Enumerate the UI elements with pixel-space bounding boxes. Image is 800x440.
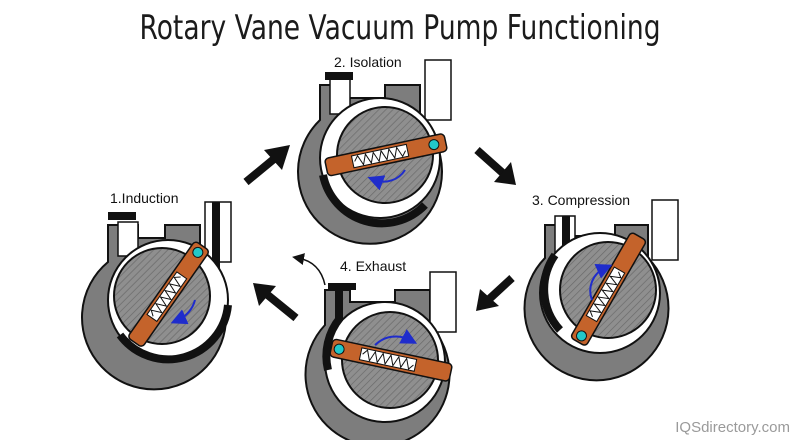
diagram-title: Rotary Vane Vacuum Pump Functioning [139,8,661,48]
pump-exhaust [292,253,457,440]
watermark: IQSdirectory.com [675,419,790,436]
pump-compression [523,199,679,382]
arrow-compression-to-exhaust [476,275,515,311]
pump-isolation [297,59,452,245]
stage-label-isolation: 2. Isolation [334,54,402,70]
stage-label-induction: 1.Induction [110,190,179,206]
arrow-induction-to-isolation [243,145,290,186]
arrow-isolation-to-compression [474,147,516,185]
pump-induction [81,201,232,391]
arrow-exhaust-to-induction [253,283,299,322]
cycle-arrows [243,145,516,322]
stage-label-exhaust: 4. Exhaust [340,258,407,274]
stage-label-compression: 3. Compression [532,192,631,208]
